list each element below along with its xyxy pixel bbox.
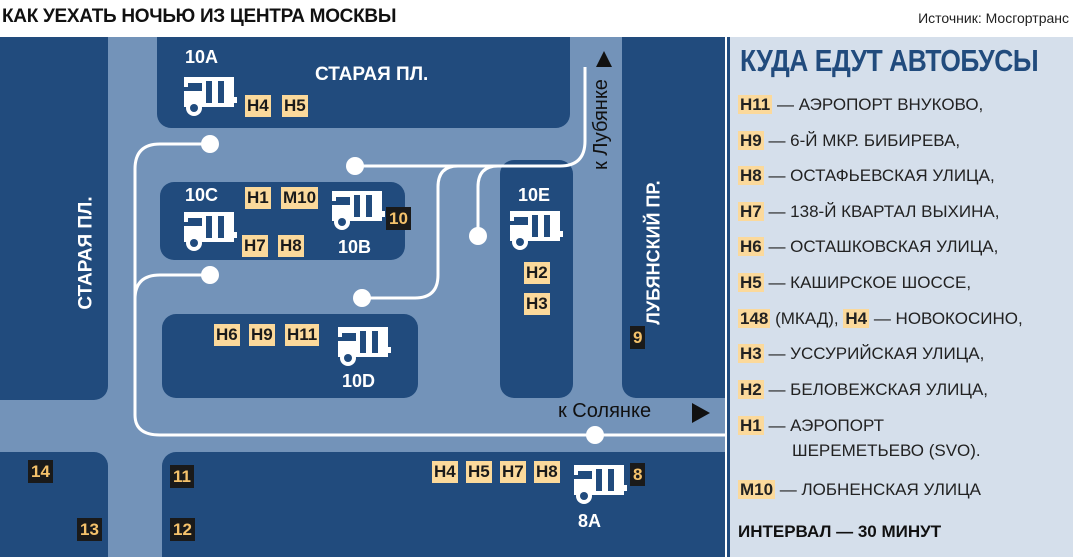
legend-dest: — КАШИРСКОЕ ШОССЕ, [763,273,972,292]
legend-panel: КУДА ЕДУТ АВТОБУСЫ Н11 — АЭРОПОРТ ВНУКОВ… [727,37,1073,557]
route-badge: Н7 [242,235,268,257]
legend-dest: — УССУРИЙСКАЯ УЛИЦА, [763,344,985,363]
route-badge: Н8 [738,166,764,185]
route-lines [133,51,725,444]
stop-label-10a: 10А [185,47,219,67]
building-number: 9 [630,326,646,349]
interval-note: ИНТЕРВАЛ — 30 МИНУТ [738,522,942,541]
arrow-up-icon [596,51,612,67]
route-badge: Н5 [282,95,308,117]
route-number: 10 [386,207,411,230]
stop-label-10d: 10D [342,371,376,391]
route-badge: М10 [738,480,776,499]
building-number: 13 [77,518,102,541]
route-badge: Н6 [738,237,764,256]
route-badge: Н5 [466,461,492,483]
legend-item: Н5 — КАШИРСКОЕ ШОССЕ, [738,273,971,293]
bus-icon [182,77,237,116]
legend-dest: — АЭРОПОРТ [763,416,884,435]
route-badge: Н6 [214,324,240,346]
legend-dest: — БЕЛОВЕЖСКАЯ УЛИЦА, [763,380,989,399]
route-badge: Н7 [500,461,526,483]
legend-dest: — НОВОКОСИНО, [869,309,1023,328]
street-staraya-top: СТАРАЯ ПЛ. [315,64,429,85]
route-badge: Н4 [432,461,458,483]
route-badge: Н11 [738,95,773,114]
legend-item: Н11 — АЭРОПОРТ ВНУКОВО, [738,95,983,115]
route-badge: Н3 [738,344,764,363]
page-title: КАК УЕХАТЬ НОЧЬЮ ИЗ ЦЕНТРА МОСКВЫ [2,6,397,27]
legend-dest: — ЛОБНЕНСКАЯ УЛИЦА [775,480,981,499]
building-number: 8 [630,463,646,486]
stop-label-8a: 8А [578,511,602,531]
route-badge: Н1 [245,187,271,209]
stop-dots [201,135,604,444]
legend-title: КУДА ЕДУТ АВТОБУСЫ [740,43,1039,78]
map: СТАРАЯ ПЛ. СТАРАЯ ПЛ. ЛУБЯНСКИЙ ПР. к Лу… [0,37,725,557]
legend-item: Н6 — ОСТАШКОВСКАЯ УЛИЦА, [738,237,998,257]
legend-dest: — АЭРОПОРТ ВНУКОВО, [772,95,984,114]
source-note: Источник: Мосгортранс [918,10,1069,26]
route-badge: Н3 [524,293,550,315]
route-badge: М10 [281,187,319,209]
route-badge: Н9 [738,131,764,150]
stop-label-10e: 10Е [518,185,551,205]
legend-dest: — 6-Й МКР. БИБИРЕВА, [763,131,961,150]
block-left [0,37,108,400]
bus-icon [508,211,563,250]
route-badge: Н7 [738,202,764,221]
stop-label-10c: 10С [185,185,219,205]
legend-item: Н8 — ОСТАФЬЕВСКАЯ УЛИЦА, [738,166,995,186]
arrow-right-icon [692,403,710,423]
building-number: 12 [170,518,195,541]
route-badge: Н5 [738,273,764,292]
route-badge: Н4 [843,309,870,328]
stop-label-10b: 10В [338,237,372,257]
building-number: 11 [170,465,194,488]
bus-icon [182,212,237,251]
legend-item: Н2 — БЕЛОВЕЖСКАЯ УЛИЦА, [738,380,988,400]
route-badge: Н11 [285,324,320,346]
bus-icon [330,191,385,230]
route-badge: Н4 [245,95,271,117]
route-badge: Н2 [524,262,550,284]
legend-dest: — 138-Й КВАРТАЛ ВЫХИНА, [763,202,1000,221]
route-badge: Н2 [738,380,764,399]
direction-solyanka: к Солянке [558,400,652,422]
route-badge: Н9 [249,324,275,346]
direction-lubyanka: к Лубянке [589,79,612,170]
legend-item: Н1 — АЭРОПОРТ [738,416,884,436]
route-badge: Н8 [278,235,304,257]
legend-item: М10 — ЛОБНЕНСКАЯ УЛИЦА [738,480,981,500]
legend-dest-cont: ШЕРЕМЕТЬЕВО (SVO). [792,441,981,460]
street-staraya-left: СТАРАЯ ПЛ. [75,196,97,310]
legend-item: Н3 — УССУРИЙСКАЯ УЛИЦА, [738,344,984,364]
bus-icon [572,465,627,504]
legend-item: Н7 — 138-Й КВАРТАЛ ВЫХИНА, [738,202,999,222]
legend-item: 148 (МКАД), Н4 — НОВОКОСИНО, [738,309,1023,329]
legend-dest: — ОСТАШКОВСКАЯ УЛИЦА, [763,237,999,256]
legend-dest: — ОСТАФЬЕВСКАЯ УЛИЦА, [763,166,995,185]
route-badge: Н1 [738,416,764,435]
street-lubyansky: ЛУБЯНСКИЙ ПР. [643,180,664,325]
building-number: 14 [28,460,53,483]
bus-icon [336,327,391,366]
legend-item: Н9 — 6-Й МКР. БИБИРЕВА, [738,131,960,151]
route-badge: 148 [738,309,771,328]
route-badge: Н8 [534,461,560,483]
legend-dest: (МКАД), [770,309,844,328]
